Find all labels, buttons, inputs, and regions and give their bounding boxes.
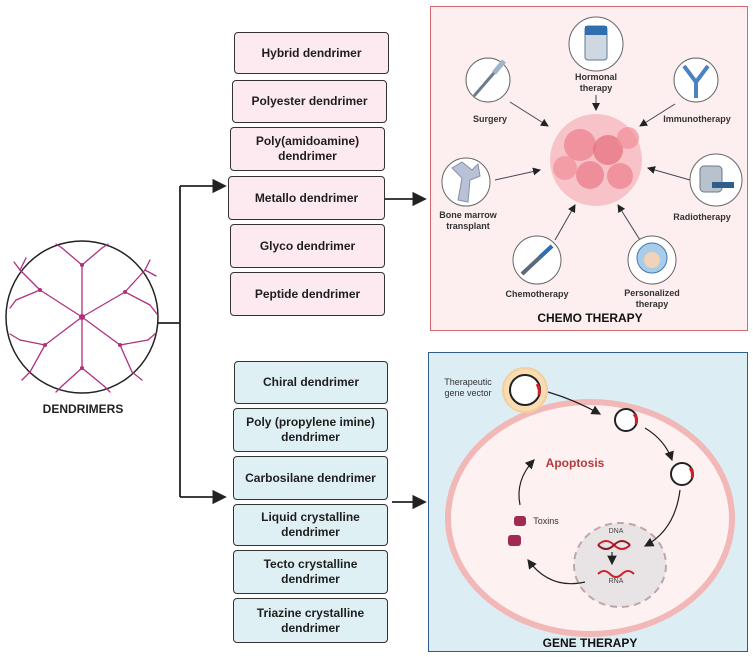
personalized-therapy-label: Personalized therapy	[624, 288, 680, 309]
type-box-poly-propylene-imine: Poly (propylene imine) dendrimer	[233, 408, 388, 452]
gene-therapy-title: GENE THERAPY	[542, 636, 638, 650]
type-box-hybrid: Hybrid dendrimer	[234, 32, 389, 74]
radiotherapy-label: Radiotherapy	[673, 212, 731, 222]
antibody-icon	[673, 57, 719, 103]
type-box-liquid-crystalline: Liquid crystalline dendrimer	[233, 504, 388, 546]
type-box-chiral: Chiral dendrimer	[234, 361, 388, 404]
hormonal-therapy-label: Hormonal therapy	[574, 72, 617, 93]
chemotherapy-label: Chemotherapy	[505, 289, 569, 299]
bone-marrow-icon	[441, 157, 491, 207]
type-box-tecto-crystalline: Tecto crystalline dendrimer	[233, 550, 388, 594]
type-box-polyester: Polyester dendrimer	[232, 80, 387, 123]
chemo-therapy-title: CHEMO THERAPY	[537, 311, 643, 325]
rna-strand-icon	[597, 570, 635, 578]
toxins-label: Toxins	[533, 516, 559, 526]
dna-helix-icon	[597, 540, 631, 550]
tumor-cluster-icon	[550, 114, 642, 206]
type-box-poly-amidoamine: Poly(amidoamine) dendrimer	[230, 127, 385, 171]
gene-vector-label: Therapeutic gene vector	[444, 377, 492, 398]
bone-marrow-label: Bone marrow transplant	[439, 210, 497, 231]
radiotherapy-machine-icon	[689, 153, 743, 207]
surgery-label: Surgery	[472, 114, 507, 124]
dendrimer-icon	[5, 240, 159, 394]
personalized-person-icon	[627, 235, 677, 285]
immunotherapy-label: Immunotherapy	[663, 114, 731, 124]
type-box-carbosilane: Carbosilane dendrimer	[233, 456, 388, 500]
type-box-metallo: Metallo dendrimer	[228, 176, 385, 220]
cell-membrane-icon	[445, 399, 735, 637]
plasmid-icon	[614, 408, 694, 486]
surgery-scalpel-icon	[465, 57, 511, 103]
toxins-icon	[508, 516, 526, 546]
type-box-glyco: Glyco dendrimer	[230, 224, 385, 268]
apoptosis-label: Apoptosis	[545, 456, 605, 470]
hormonal-vial-icon	[568, 16, 624, 72]
dendrimers-label: DENDRIMERS	[42, 402, 124, 416]
rna-label: RNA	[608, 578, 624, 585]
type-box-triazine-crystalline: Triazine crystalline dendrimer	[233, 598, 388, 643]
type-box-peptide: Peptide dendrimer	[230, 272, 385, 316]
gene-vector-icon	[502, 367, 548, 413]
dna-label: DNA	[608, 528, 624, 535]
syringe-icon	[512, 235, 562, 285]
